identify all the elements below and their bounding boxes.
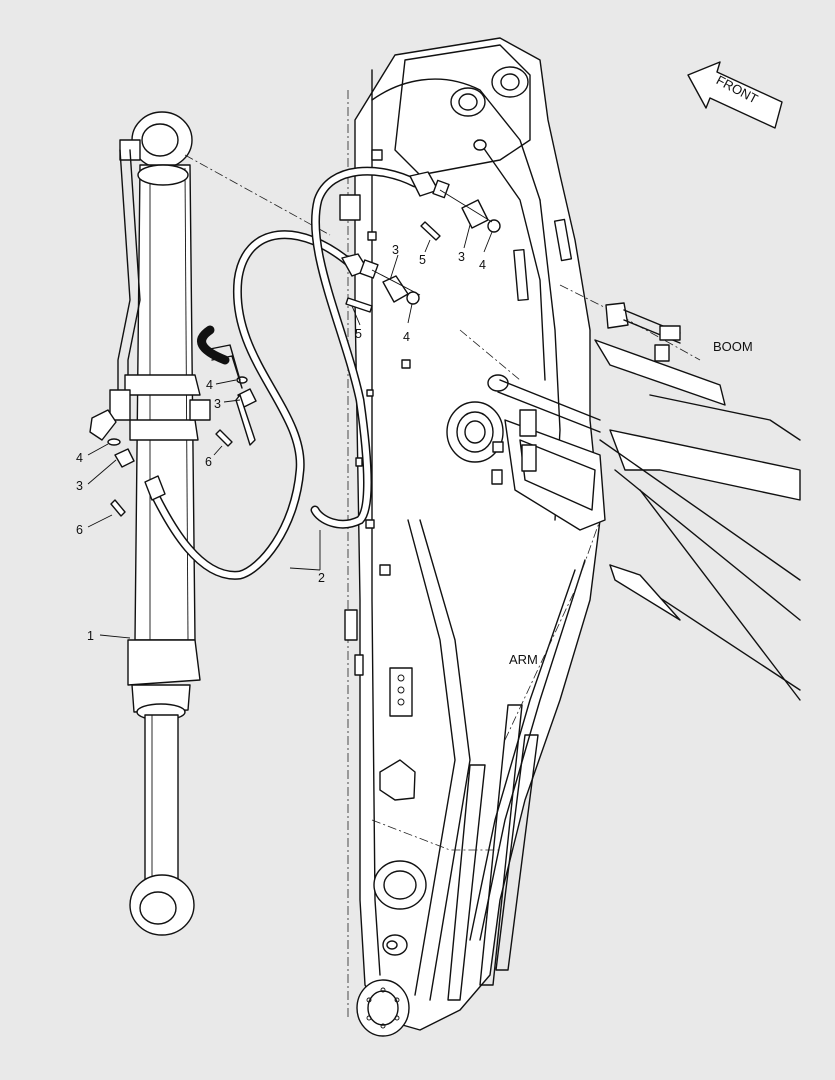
hose-assembly [107, 166, 501, 580]
callout-4-left: 4 [76, 451, 83, 465]
front-arrow [687, 61, 783, 129]
callout-leaders [87, 224, 493, 639]
callout-3-left: 3 [76, 479, 83, 493]
callout-5-upper: 5 [419, 253, 426, 267]
callout-2: 2 [318, 571, 325, 585]
arm-label: ARM [509, 652, 538, 667]
callout-3-middle: 3 [392, 243, 399, 257]
callout-6-left: 6 [76, 523, 83, 537]
callout-5-middle: 5 [355, 327, 362, 341]
callout-3-cylinder: 3 [214, 397, 221, 411]
callout-4-upper-right: 4 [479, 258, 486, 272]
arm-cylinder [89, 111, 331, 936]
callout-1: 1 [87, 629, 94, 643]
callout-6-cylinder: 6 [205, 455, 212, 469]
callout-4-middle: 4 [403, 330, 410, 344]
callout-4-cylinder: 4 [206, 378, 213, 392]
boom-label: BOOM [713, 339, 753, 354]
callout-3-upper-right: 3 [458, 250, 465, 264]
boom-structure [446, 284, 801, 701]
arm-structure [339, 37, 601, 1037]
